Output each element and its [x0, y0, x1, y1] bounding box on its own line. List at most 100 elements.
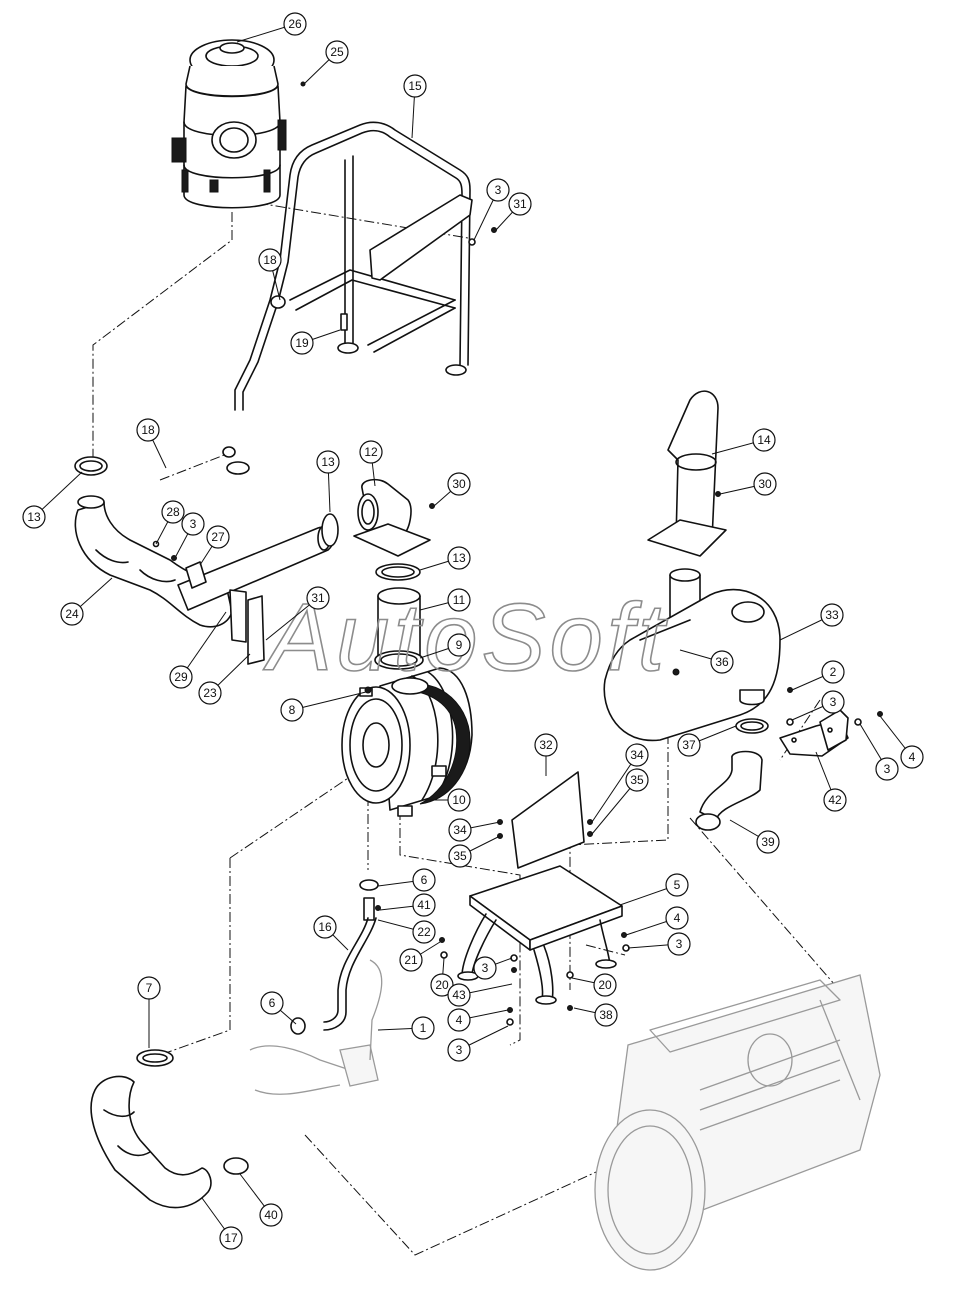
callout-label: 3	[495, 183, 502, 197]
callout-41: 41	[412, 893, 436, 917]
muffler	[603, 588, 781, 831]
callout-circle	[280, 698, 304, 722]
callout-circle	[594, 1003, 618, 1027]
callout-circle	[821, 660, 845, 684]
callout-23: 23	[198, 681, 222, 705]
callout-5: 5	[665, 873, 689, 897]
callout-3a: 3	[486, 178, 510, 202]
callout-15: 15	[403, 74, 427, 98]
callout-label: 4	[909, 750, 916, 764]
callout-label: 40	[264, 1208, 278, 1222]
callout-18a: 18	[258, 248, 282, 272]
callout-label: 25	[330, 45, 344, 59]
callout-1: 1	[411, 1016, 435, 1040]
callout-label: 10	[452, 793, 466, 807]
callout-label: 6	[421, 873, 428, 887]
callout-label: 29	[174, 670, 188, 684]
callout-33: 33	[820, 603, 844, 627]
callout-3c: 3	[821, 690, 845, 714]
callout-circle	[430, 973, 454, 997]
callout-circle	[306, 586, 330, 610]
callout-circle	[206, 525, 230, 549]
callout-circle	[710, 650, 734, 674]
callout-label: 3	[676, 937, 683, 951]
callout-circle	[403, 74, 427, 98]
callout-3e: 3	[667, 932, 691, 956]
callout-17: 17	[219, 1226, 243, 1250]
callout-circle	[259, 1203, 283, 1227]
callout-8: 8	[280, 698, 304, 722]
callout-label: 36	[715, 655, 729, 669]
leader-line-8	[291, 691, 367, 711]
callout-circle	[756, 830, 780, 854]
callout-label: 15	[408, 79, 422, 93]
callout-circle	[412, 868, 436, 892]
callout-14: 14	[752, 428, 776, 452]
engine-ghost	[249, 959, 881, 1271]
callout-circle	[820, 603, 844, 627]
callout-13b: 13	[316, 450, 340, 474]
callout-16: 16	[313, 915, 337, 939]
callout-circle	[667, 932, 691, 956]
callout-3g: 3	[447, 1038, 471, 1062]
callout-label: 13	[452, 551, 466, 565]
callout-circle	[60, 602, 84, 626]
callout-10: 10	[447, 788, 471, 812]
callout-circle	[219, 1226, 243, 1250]
callout-label: 18	[141, 423, 155, 437]
callout-circle	[136, 418, 160, 442]
callout-label: 1	[420, 1021, 427, 1035]
callout-label: 34	[453, 823, 467, 837]
callout-31b: 31	[306, 586, 330, 610]
callout-12: 12	[359, 440, 383, 464]
callout-25: 25	[325, 40, 349, 64]
callout-label: 4	[456, 1013, 463, 1027]
callout-38: 38	[594, 1003, 618, 1027]
callout-circle	[875, 757, 899, 781]
callout-circle	[823, 788, 847, 812]
callout-label: 30	[452, 477, 466, 491]
callout-circle	[447, 588, 471, 612]
leader-line-29	[180, 611, 227, 678]
air-filter-assembly	[171, 39, 306, 209]
callout-circle	[181, 512, 205, 536]
callout-circle	[161, 500, 185, 524]
callout-label: 34	[630, 748, 644, 762]
callout-32: 32	[534, 733, 558, 757]
callout-30b: 30	[753, 472, 777, 496]
callout-22: 22	[412, 920, 436, 944]
callout-label: 23	[203, 686, 217, 700]
callout-circle	[447, 1008, 471, 1032]
callout-circle	[447, 472, 471, 496]
callout-circle	[22, 505, 46, 529]
callout-label: 8	[289, 703, 296, 717]
callout-4a: 4	[900, 745, 924, 769]
callout-label: 9	[456, 638, 463, 652]
callout-label: 7	[146, 981, 153, 995]
callout-3b: 3	[181, 512, 205, 536]
callout-label: 43	[452, 988, 466, 1002]
callout-circle	[625, 768, 649, 792]
callout-label: 19	[295, 336, 309, 350]
inlet-elbow	[321, 478, 435, 670]
callout-circle	[665, 906, 689, 930]
callout-circle	[258, 248, 282, 272]
callout-35a: 35	[625, 768, 649, 792]
callout-label: 32	[539, 738, 553, 752]
callout-42: 42	[823, 788, 847, 812]
callout-circle	[534, 733, 558, 757]
callout-label: 3	[884, 762, 891, 776]
callout-6a: 6	[412, 868, 436, 892]
callout-circle	[473, 956, 497, 980]
callout-40: 40	[259, 1203, 283, 1227]
callout-circle	[508, 192, 532, 216]
support-frame	[222, 121, 473, 475]
callout-label: 17	[224, 1231, 238, 1245]
callout-circle	[447, 633, 471, 657]
callout-circle	[447, 983, 471, 1007]
callout-label: 33	[825, 608, 839, 622]
callout-39: 39	[756, 830, 780, 854]
callout-circle	[677, 733, 701, 757]
callout-label: 3	[482, 961, 489, 975]
callout-label: 42	[828, 793, 842, 807]
